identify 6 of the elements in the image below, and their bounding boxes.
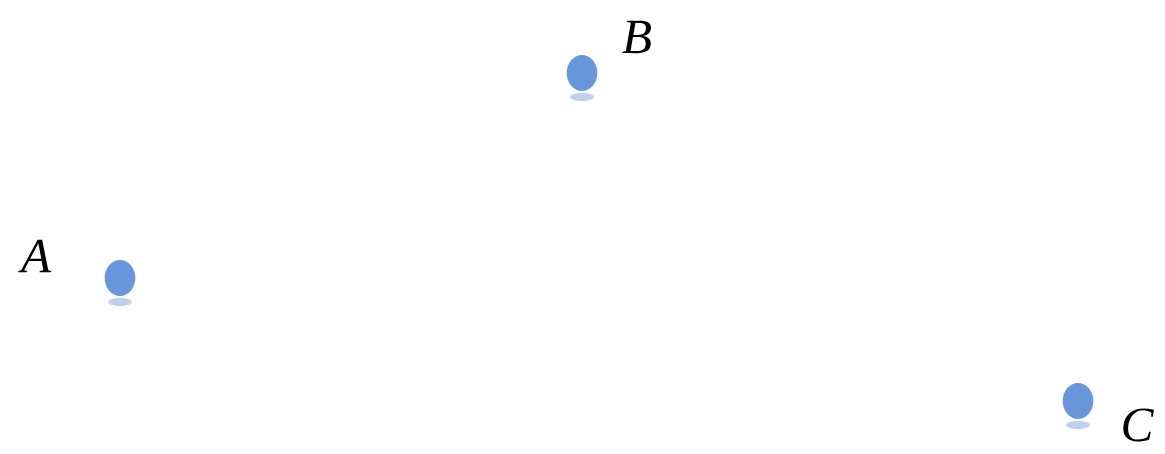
dot (104, 260, 136, 306)
point-label: B (622, 20, 651, 54)
dot (1062, 383, 1094, 429)
point-label: A (18, 239, 52, 273)
point-label: C (1123, 408, 1154, 442)
dot (566, 55, 598, 101)
